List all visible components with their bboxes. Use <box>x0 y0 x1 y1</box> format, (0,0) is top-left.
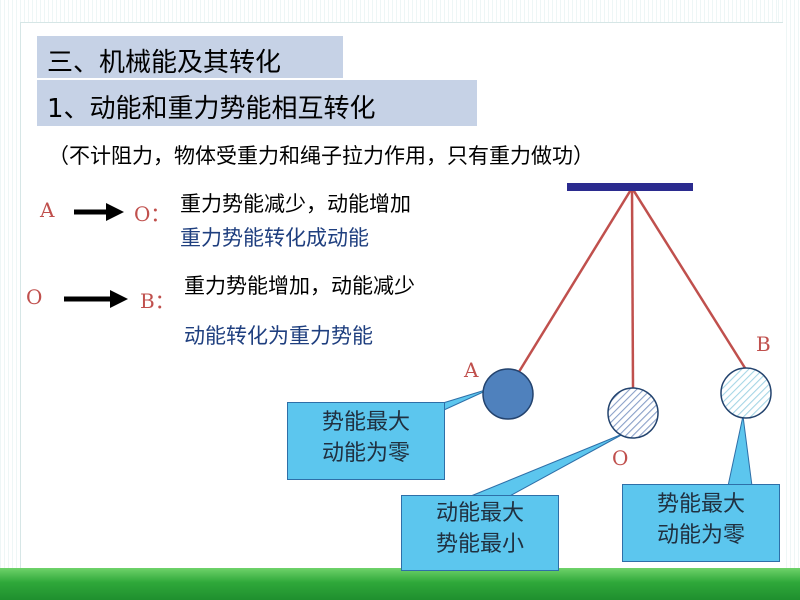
callout-a-line-1: 势能最大 <box>321 410 410 435</box>
condition-note: （不计阻力，物体受重力和绳子拉力作用，只有重力做功） <box>48 144 594 168</box>
callout-a: 势能最大 动能为零 <box>287 402 445 480</box>
decor-frame-right <box>778 0 800 600</box>
arrow-right-icon <box>74 203 124 221</box>
callout-o-line-2: 势能最小 <box>435 532 524 557</box>
pendulum-ball-o <box>607 387 659 439</box>
callout-b-line-2: 动能为零 <box>656 523 745 548</box>
point-label-o: O <box>612 446 629 470</box>
callout-o: 动能最大 势能最小 <box>401 495 559 571</box>
pendulum-string-o <box>630 187 635 389</box>
pendulum-string-a <box>515 187 634 376</box>
section-title-text: 1、动能和重力势能相互转化 <box>47 94 376 124</box>
pendulum-support-bar <box>567 183 693 191</box>
arrow-right-icon <box>64 290 128 308</box>
transition-2-to: B： <box>140 289 175 313</box>
callout-a-line-2: 动能为零 <box>321 441 410 466</box>
callout-pointer-b <box>727 415 753 487</box>
transition-1-to: O： <box>134 202 171 226</box>
pendulum-string-b <box>630 187 747 369</box>
transition-1-from: A <box>40 198 55 222</box>
decor-frame-left <box>0 0 20 600</box>
transition-2-conversion: 动能转化为重力势能 <box>184 324 373 348</box>
point-label-a: A <box>464 358 479 382</box>
decor-frame-top <box>0 0 800 22</box>
pendulum-ball-a <box>482 368 534 420</box>
slide-title-text: 三、机械能及其转化 <box>47 48 282 78</box>
callout-b-line-1: 势能最大 <box>656 492 745 517</box>
section-title: 1、动能和重力势能相互转化 <box>37 80 477 126</box>
transition-2-description: 重力势能增加，动能减少 <box>184 274 415 298</box>
grass-footer <box>0 568 800 600</box>
transition-2-from: O <box>26 285 43 309</box>
callout-pointer-o <box>465 432 626 499</box>
slide-title: 三、机械能及其转化 <box>37 36 343 78</box>
transition-1-conversion: 重力势能转化成动能 <box>180 226 369 250</box>
pendulum-ball-b <box>720 367 772 419</box>
transition-1-description: 重力势能减少，动能增加 <box>180 192 411 216</box>
callout-o-line-1: 动能最大 <box>435 501 524 526</box>
point-label-b: B <box>756 332 771 356</box>
callout-b: 势能最大 动能为零 <box>622 484 780 562</box>
